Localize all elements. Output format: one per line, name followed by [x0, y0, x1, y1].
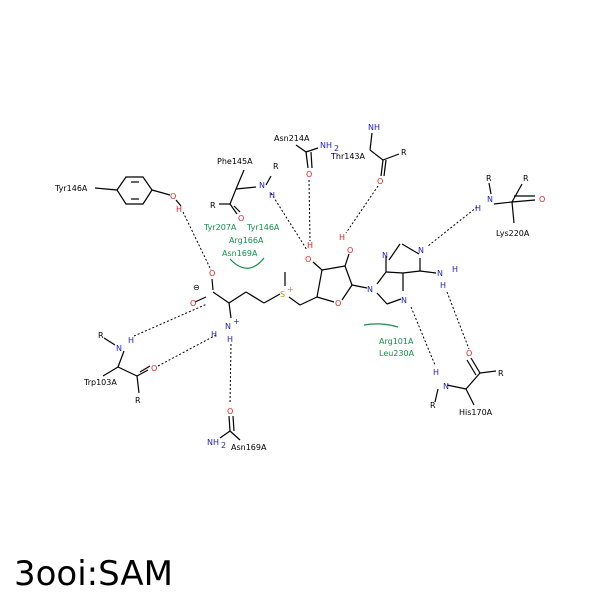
atom-amine-h1: H — [211, 330, 217, 339]
label-asn169: Asn169A — [231, 443, 267, 452]
hydrophobic-label-leu230: Leu230A — [379, 349, 415, 358]
hbond-lys220 — [427, 206, 478, 247]
atom-trp103-n: N — [116, 344, 122, 353]
hydrophobic-arc-1 — [229, 257, 265, 269]
atom-asn169-o: O — [227, 407, 233, 416]
atom-phe145-r2: R — [210, 201, 216, 210]
residue-phe145 — [219, 169, 272, 215]
atom-ribose-o2: O — [347, 246, 353, 255]
atom-adenine-n9: N — [367, 285, 373, 294]
hbond-his170-n — [410, 306, 436, 366]
atom-adenine-nh2-n: N — [437, 269, 443, 278]
label-asn214: Asn214A — [274, 134, 310, 143]
atom-adenine-nh2-h2: H — [440, 281, 446, 290]
label-trp103: Trp103A — [83, 378, 117, 387]
sulfonium-charge: + — [287, 285, 294, 294]
hydrophobic-label-tyr146: Tyr146A — [246, 223, 280, 232]
atom-trp103-r2: R — [135, 396, 141, 405]
residue-tyr146 — [94, 176, 182, 207]
atom-lys220-r1: R — [486, 174, 492, 183]
atom-lys220-h: H — [475, 204, 481, 213]
hydrophobic-label-arg101: Arg101A — [379, 337, 414, 346]
atom-adenine-nh2-h1: H — [452, 265, 458, 274]
atom-his170-r2: R — [498, 369, 504, 378]
atom-trp103-o: O — [151, 364, 157, 373]
hbond-tyr146 — [182, 211, 212, 271]
atom-his170-o: O — [466, 349, 472, 358]
atom-tyr146-h: H — [176, 205, 182, 214]
atom-asn214-nh2-sub: 2 — [334, 144, 339, 153]
atom-trp103-h: H — [128, 336, 134, 345]
hbond-phe145 — [270, 192, 308, 251]
residue-trp103 — [102, 337, 151, 394]
residue-asn169 — [219, 415, 241, 441]
atom-asn169-nh2-sub: 2 — [221, 441, 226, 450]
label-lys220: Lys220A — [496, 229, 530, 238]
hbond-asn214 — [308, 179, 311, 242]
atom-his170-h: H — [433, 368, 439, 377]
atom-phe145-n: N — [259, 181, 265, 190]
residue-thr143 — [369, 132, 400, 177]
atom-sulfonium: S — [280, 290, 285, 299]
hbond-thr143 — [345, 185, 379, 234]
atom-phe145-h: H — [269, 191, 275, 200]
atom-phe145-o: O — [238, 214, 244, 223]
atom-adenine-n1: N — [418, 246, 424, 255]
hydrophobic-label-asn169: Asn169A — [222, 249, 258, 258]
hbond-asn169 — [229, 343, 232, 405]
atom-his170-r1: R — [430, 401, 436, 410]
amine-charge: + — [233, 317, 240, 326]
atom-thr143-nh: NH — [368, 123, 380, 132]
label-his170: His170A — [459, 408, 493, 417]
atom-asn214-o: O — [306, 170, 312, 179]
atom-lys220-o: O — [539, 195, 545, 204]
atom-amine-n: N — [225, 322, 231, 331]
hbond-trp103 — [133, 303, 208, 337]
atom-amine-h2: H — [227, 335, 233, 344]
atom-phe145-r: R — [273, 162, 279, 171]
carboxylate-charge: ⊖ — [193, 283, 200, 292]
ligand-sam-bonds — [194, 243, 437, 319]
atom-lys220-r2: R — [523, 174, 529, 183]
atom-adenine-n7: N — [401, 296, 407, 305]
hydrophobic-label-tyr207: Tyr207A — [203, 223, 237, 232]
atom-asn214-nh2: NH — [320, 141, 332, 150]
atom-thr143-r: R — [401, 148, 407, 157]
atom-tyr146-o: O — [170, 192, 176, 201]
residue-lys220 — [488, 182, 536, 224]
atom-carboxylate-o1: O — [209, 269, 215, 278]
atom-adenine-n3: N — [382, 251, 388, 260]
hydrophobic-label-arg166: Arg166A — [229, 236, 264, 245]
label-thr143: Thr143A — [330, 152, 366, 161]
atom-ribose-o3: O — [305, 255, 311, 264]
atom-ribose-ring-o: O — [335, 299, 341, 308]
atom-lys220-n: N — [487, 195, 493, 204]
diagram-title: 3ooi:SAM — [14, 554, 173, 594]
hydrophobic-arc-2 — [363, 323, 399, 328]
atom-trp103-r1: R — [98, 331, 104, 340]
hbond-trp103-o — [157, 333, 219, 367]
hydrogen-bonds — [133, 179, 478, 405]
hbond-his170-o — [446, 291, 470, 350]
atom-ribose-o3-h: H — [307, 241, 313, 250]
atom-ribose-o2-h: H — [339, 233, 345, 242]
residue-his170 — [434, 357, 497, 406]
label-tyr146: Tyr146A — [54, 184, 88, 193]
atom-thr143-o: O — [377, 177, 383, 186]
atom-his170-n: N — [443, 382, 449, 391]
residue-asn214 — [295, 144, 319, 169]
atom-asn169-nh2: NH — [207, 438, 219, 447]
label-phe145: Phe145A — [217, 157, 253, 166]
atom-carboxylate-o2: O — [190, 299, 196, 308]
